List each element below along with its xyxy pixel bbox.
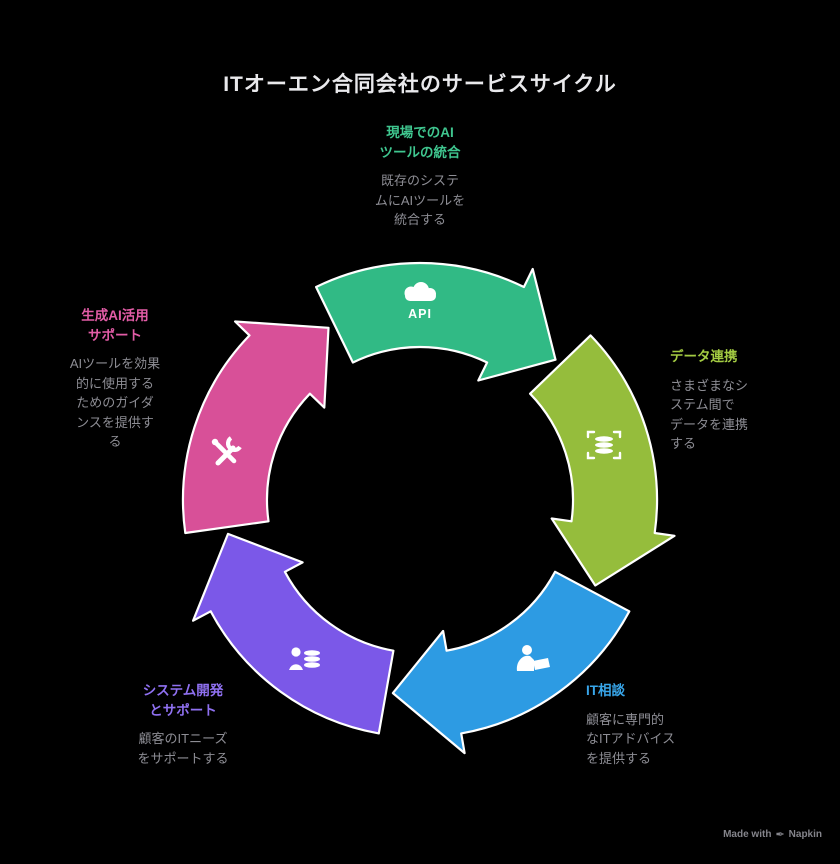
node-ai-tool-integration: 現場でのAI ツールの統合 既存のシステ ムにAIツールを 統合する xyxy=(330,123,510,230)
node-description: 既存のシステ ムにAIツールを 統合する xyxy=(374,173,466,228)
node-it-consulting: IT相談 顧客に専門的 なITアドバイス を提供する xyxy=(586,681,721,768)
cycle-segment-system-dev-support xyxy=(192,532,395,735)
tools-icon xyxy=(211,436,242,466)
node-gen-ai-support: 生成AI活用 サポート AIツールを効果 的に使用する ためのガイダ ンスを提供… xyxy=(45,306,185,452)
cycle-segment-data-linkage xyxy=(529,334,676,587)
cycle-segment-gen-ai-support xyxy=(181,320,330,535)
node-label: 生成AI活用 サポート xyxy=(81,308,149,343)
node-label: IT相談 xyxy=(586,683,625,698)
node-system-dev-support: システム開発 とサポート 顧客のITニーズ をサポートする xyxy=(108,681,258,768)
api-label: API xyxy=(408,307,432,321)
diagram-title: ITオーエン合同会社のサービスサイクル xyxy=(223,73,617,96)
credit-prefix: Made with xyxy=(723,829,772,840)
credit-brand: Napkin xyxy=(788,829,822,840)
node-description: 顧客に専門的 なITアドバイス を提供する xyxy=(586,711,676,766)
consultant-icon xyxy=(516,645,550,671)
data-sync-icon xyxy=(586,430,622,460)
pen-icon: ✒ xyxy=(775,829,785,841)
node-label: 現場でのAI ツールの統合 xyxy=(379,125,461,160)
cycle-segment-it-consulting xyxy=(391,570,631,755)
node-label: システム開発 とサポート xyxy=(142,683,224,718)
node-data-linkage: データ連携 さまざまなシ ステム間で データを連携 する xyxy=(670,347,795,454)
api-cloud-icon: API xyxy=(404,282,436,321)
node-label: データ連携 xyxy=(670,349,738,364)
node-description: 顧客のITニーズ をサポートする xyxy=(137,731,229,766)
node-description: AIツールを効果 的に使用する ためのガイダ ンスを提供す る xyxy=(69,356,161,450)
napkin-credit: Made with ✒ Napkin xyxy=(723,828,822,841)
node-description: さまざまなシ ステム間で データを連携 する xyxy=(670,377,749,452)
cycle-arcs xyxy=(181,261,676,755)
cycle-segment-ai-tool-integration xyxy=(315,261,557,382)
development-icon xyxy=(289,647,320,670)
